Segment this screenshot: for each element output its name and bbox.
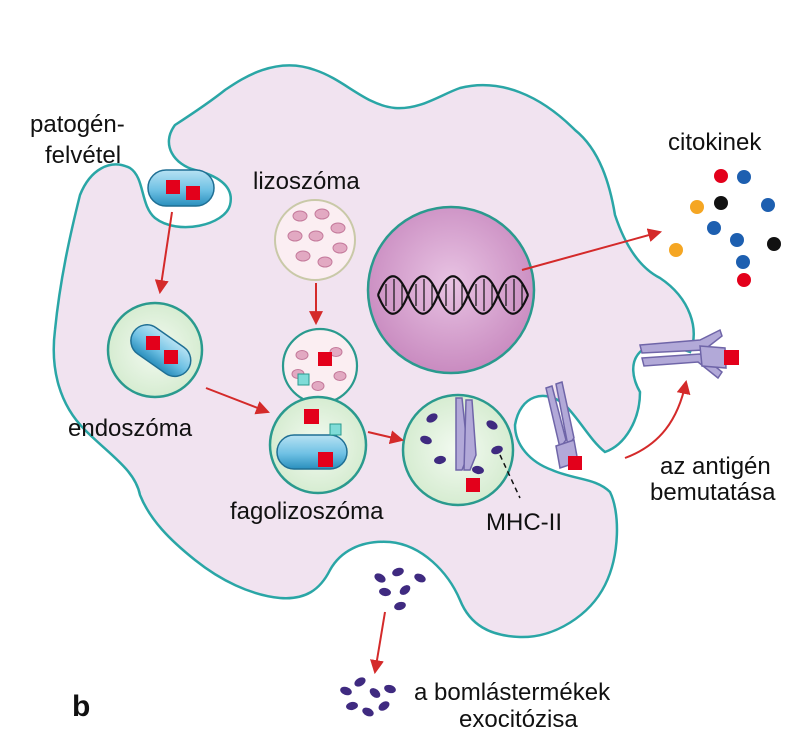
label-antigen-presentation-1: az antigén — [660, 453, 771, 480]
panel-letter: b — [72, 690, 90, 723]
nucleus — [366, 205, 536, 375]
process-arrows — [154, 211, 691, 675]
cytokine-icon — [669, 169, 781, 288]
label-endosome: endoszóma — [68, 415, 193, 442]
mhc-receptor-icon — [455, 397, 477, 471]
label-exocytosis-2: exocitózisa — [459, 706, 578, 733]
label-pathogen-uptake-1: patogén- — [30, 111, 125, 138]
label-mhc: MHC-II — [486, 509, 562, 536]
label-antigen-presentation-2: bemutatása — [650, 479, 776, 506]
debris-particle-icon — [340, 677, 396, 717]
bacterium-icon — [147, 169, 215, 207]
label-exocytosis-1: a bomlástermékek — [414, 679, 611, 706]
debris-particle-icon — [374, 567, 426, 611]
dna-helix-icon — [376, 275, 530, 315]
fusing-lysosome — [281, 327, 359, 405]
antigen-fragment — [568, 456, 582, 470]
label-lysosome: lizoszóma — [253, 168, 360, 195]
mhc-pointer — [499, 454, 521, 499]
cell-membrane — [52, 64, 695, 639]
lysosome-vesicle — [274, 199, 356, 281]
antigen-presented — [724, 350, 739, 365]
label-phagolysosome: fagolizoszóma — [230, 498, 384, 525]
label-pathogen-uptake-2: felvétel — [45, 142, 121, 169]
mhc-loading-vesicle — [401, 393, 515, 507]
debris-particle-icon — [420, 413, 503, 475]
mhc-receptor-icon — [639, 328, 727, 380]
label-cytokines: citokinek — [668, 129, 762, 156]
endosome-vesicle — [106, 301, 204, 399]
phagolysosome-vesicle — [268, 395, 368, 495]
